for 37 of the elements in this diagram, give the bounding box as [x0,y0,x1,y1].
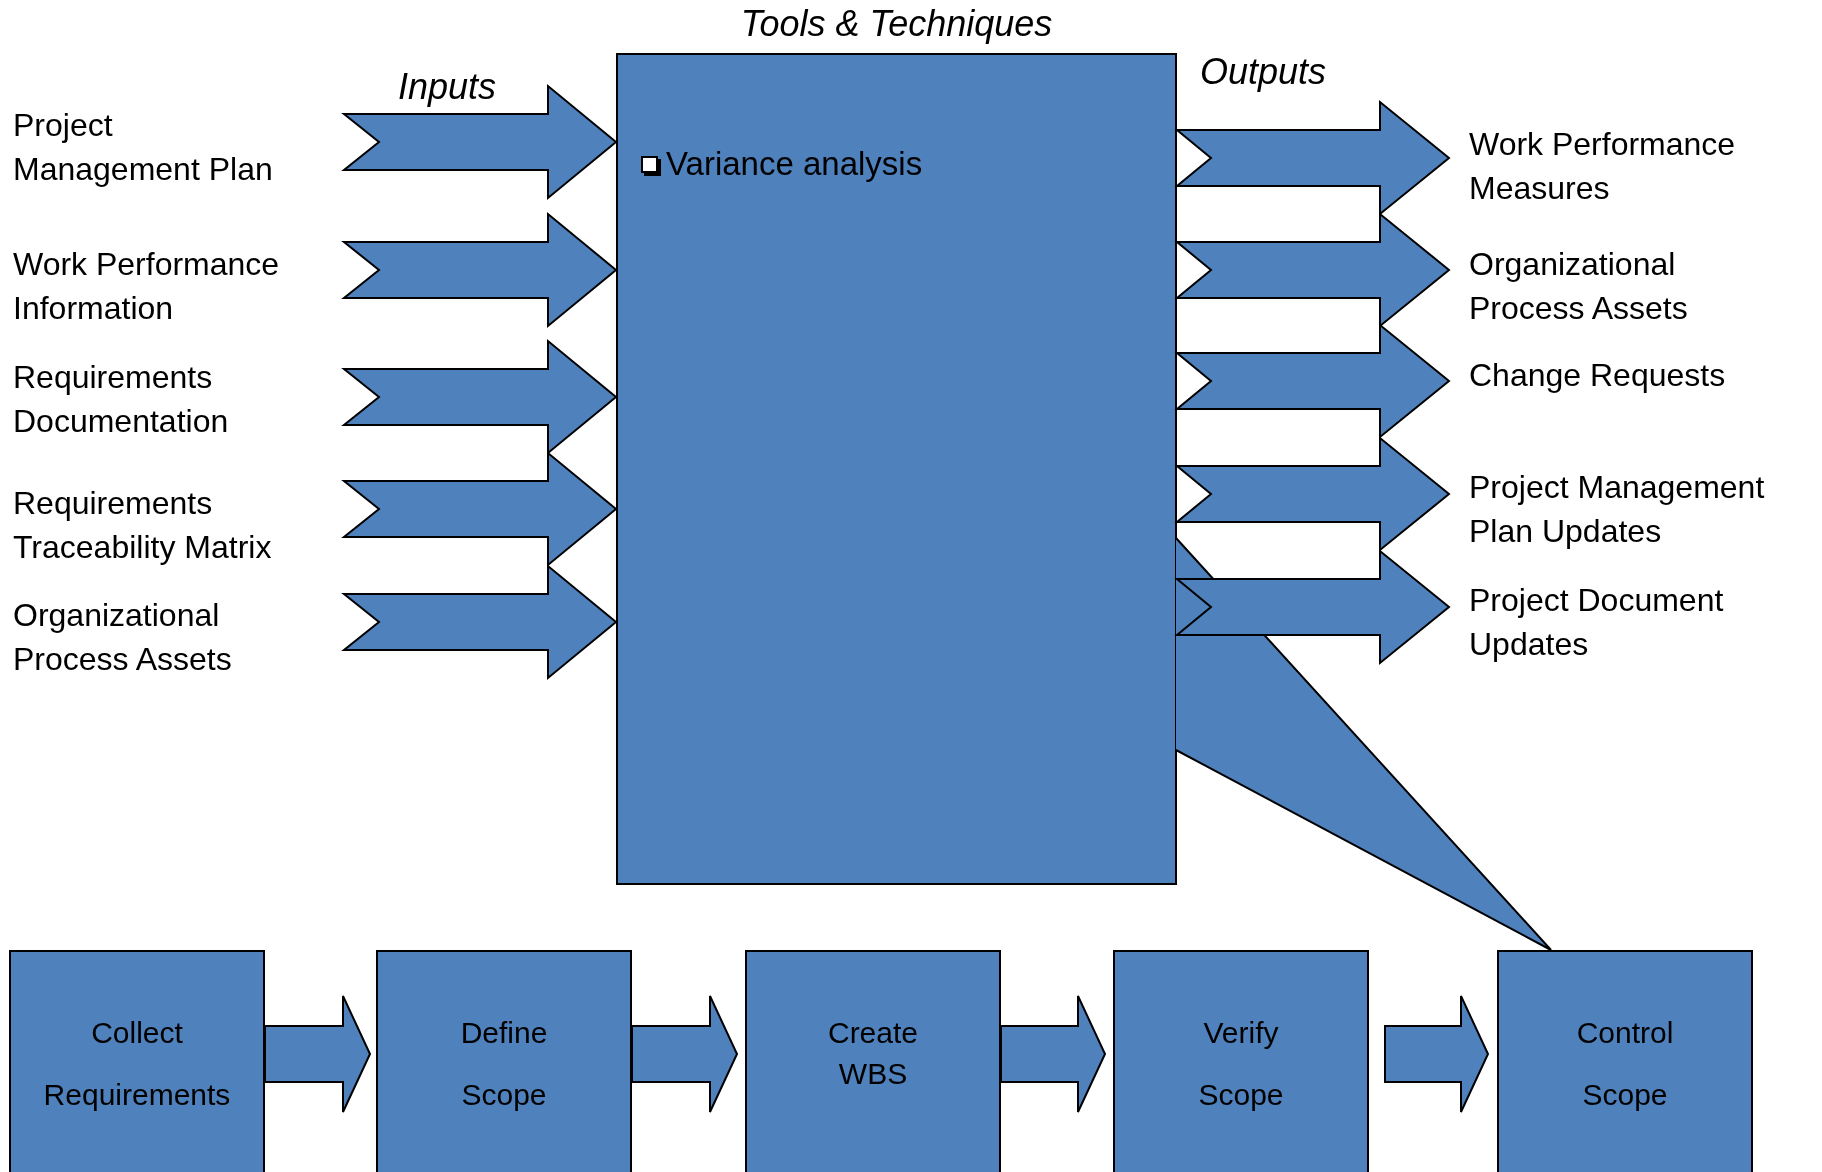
process-box [9,950,265,1172]
tool-item: Variance analysis [666,145,923,183]
input-label: Requirements Traceability Matrix [13,484,273,567]
process-box [1497,950,1753,1172]
process-box [745,950,1001,1172]
output-label: Project Management Plan Updates [1469,468,1766,551]
input-label: Requirements Documentation [13,358,230,441]
process-name: Define Scope [459,1015,549,1113]
block-arrow [1000,995,1107,1113]
process-name: Collect Requirements [42,1015,232,1113]
heading: Tools & Techniques [739,3,1054,45]
process-name: Verify Scope [1197,1015,1285,1113]
section-label: Inputs [398,66,497,108]
output-label: Change Requests [1469,356,1727,395]
process-name: Create WBS [826,1015,919,1092]
block-arrow [341,83,618,201]
block-arrow [1174,322,1451,440]
block-arrow [341,338,618,456]
block-arrow [341,563,618,681]
block-arrow [1384,995,1490,1113]
block-arrow [1174,548,1451,666]
output-label: Project Document Updates [1469,581,1725,664]
section-label: Outputs [1200,51,1327,93]
block-arrow [341,450,618,568]
block-arrow [341,211,618,329]
block-arrow [264,995,372,1113]
block-arrow [1174,435,1451,553]
input-label: Work Performance Information [13,245,281,328]
block-arrow [1174,99,1451,217]
block-arrow [631,995,739,1113]
input-label: Project Management Plan [13,106,274,189]
input-label: Organizational Process Assets [13,596,233,679]
output-label: Work Performance Measures [1469,125,1737,208]
process-box [376,950,632,1172]
process-name: Control Scope [1575,1015,1675,1113]
process-box [1113,950,1369,1172]
output-label: Organizational Process Assets [1469,245,1689,328]
